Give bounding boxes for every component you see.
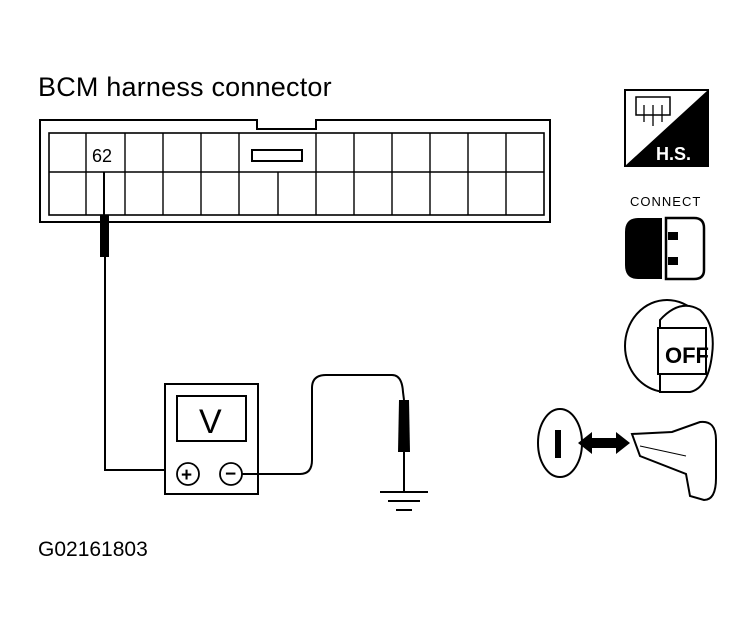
pin-62-label: 62 [92, 146, 112, 166]
voltmeter [164, 383, 259, 495]
ground-symbol [380, 491, 428, 511]
negative-lead-wire [242, 374, 405, 475]
ignition-off-icon [624, 299, 714, 393]
connect-icon [625, 216, 706, 281]
voltmeter-label: V [199, 403, 222, 441]
figure-code: G02161803 [38, 538, 148, 561]
harness-side-label: H.S. [656, 144, 691, 164]
positive-probe [100, 172, 109, 257]
minus-symbol: − [225, 464, 236, 485]
positive-terminal [176, 462, 200, 486]
ignition-off-label: OFF [665, 343, 709, 368]
connect-label: CONNECT [630, 194, 701, 209]
diagram-title: BCM harness connector [38, 72, 332, 102]
negative-probe [398, 400, 410, 492]
key-insert-icon [537, 408, 717, 502]
harness-side-icon [624, 89, 709, 167]
bcm-connector [39, 119, 551, 223]
plus-symbol: + [181, 465, 192, 486]
positive-lead-wire [104, 257, 188, 471]
